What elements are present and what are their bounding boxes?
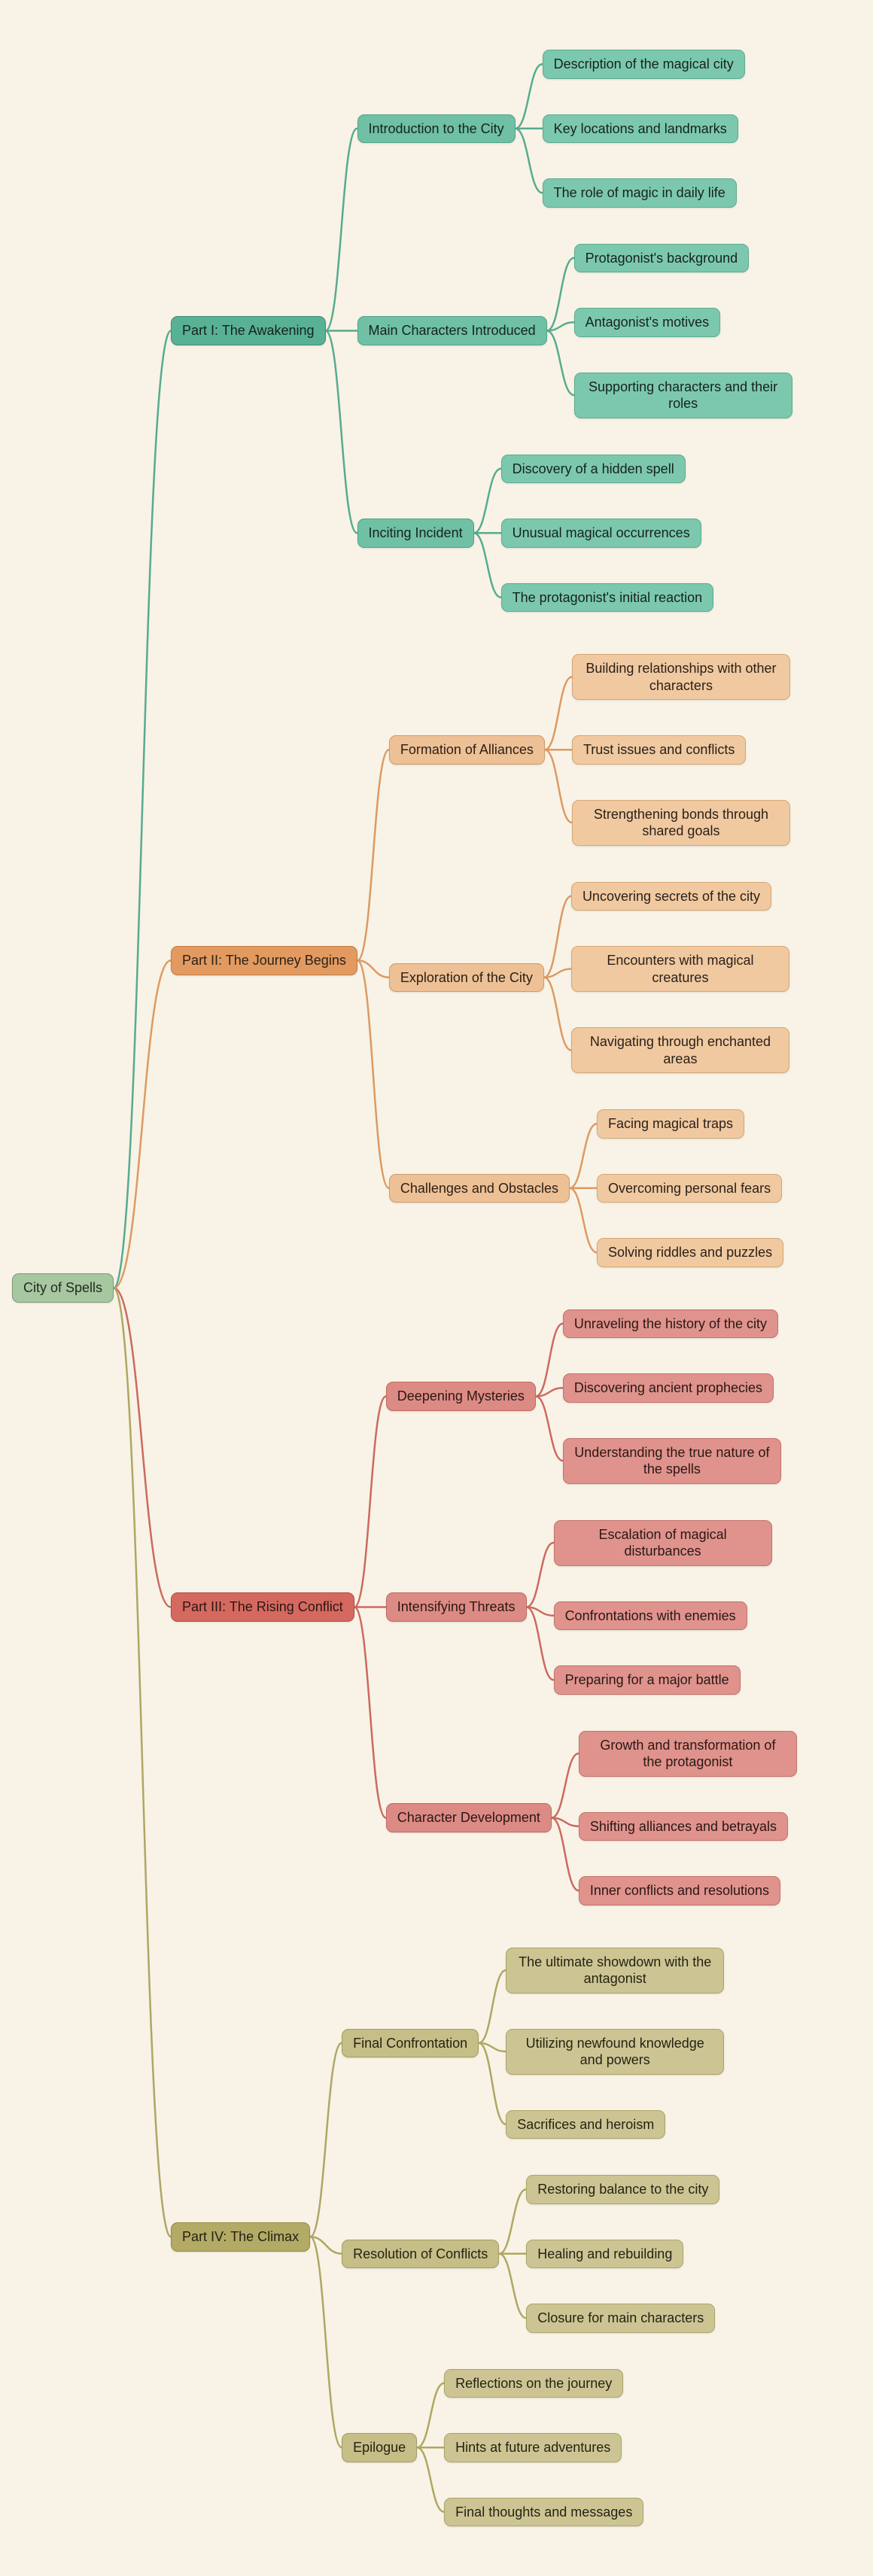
node-navigating-through-enchanted-areas[interactable]: Navigating through enchanted areas bbox=[570, 1027, 789, 1073]
subtopic-exploration-of-the-city: Exploration of the City Uncovering secret… bbox=[388, 881, 790, 1073]
subtopics-container: Final Confrontation The ultimate showdown… bbox=[342, 1947, 725, 2526]
node-antagonist-s-motives[interactable]: Antagonist's motives bbox=[573, 308, 721, 337]
node-challenges-and-obstacles[interactable]: Challenges and Obstacles bbox=[388, 1173, 570, 1203]
node-character-development[interactable]: Character Development bbox=[385, 1803, 552, 1832]
branch-part-iv-the-climax: Part IV: The Climax Final Confrontation Th… bbox=[171, 1947, 797, 2526]
subtopic-intensifying-threats: Intensifying Threats Escalation of magica… bbox=[385, 1519, 797, 1695]
node-sacrifices-and-heroism[interactable]: Sacrifices and heroism bbox=[506, 2109, 666, 2139]
node-reflections-on-the-journey[interactable]: Reflections on the journey bbox=[444, 2368, 624, 2398]
branches-container: Part I: The Awakening Introduction to the… bbox=[171, 50, 797, 2526]
leaves-container: The ultimate showdown with the antagonis… bbox=[506, 1947, 725, 2139]
node-closure-for-main-characters[interactable]: Closure for main characters bbox=[526, 2304, 716, 2333]
node-healing-and-rebuilding[interactable]: Healing and rebuilding bbox=[526, 2239, 684, 2268]
node-part-ii-the-journey-begins[interactable]: Part II: The Journey Begins bbox=[171, 946, 357, 975]
node-main-characters-introduced[interactable]: Main Characters Introduced bbox=[357, 316, 547, 345]
node-the-protagonist-s-initial-reaction[interactable]: The protagonist's initial reaction bbox=[500, 582, 714, 612]
node-city-of-spells[interactable]: City of Spells bbox=[12, 1273, 114, 1303]
subtopic-introduction-to-the-city: Introduction to the City Description of t… bbox=[357, 50, 792, 208]
subtopic-inciting-incident: Inciting Incident Discovery of a hidden s… bbox=[357, 454, 792, 612]
subtopic-character-development: Character Development Growth and transfor… bbox=[385, 1730, 797, 1905]
node-epilogue[interactable]: Epilogue bbox=[342, 2433, 418, 2462]
node-final-thoughts-and-messages[interactable]: Final thoughts and messages bbox=[444, 2497, 644, 2526]
subtopics-container: Deepening Mysteries Unraveling the histor… bbox=[385, 1309, 797, 1905]
node-introduction-to-the-city[interactable]: Introduction to the City bbox=[357, 114, 516, 143]
node-discovering-ancient-prophecies[interactable]: Discovering ancient prophecies bbox=[562, 1373, 774, 1403]
subtopic-main-characters-introduced: Main Characters Introduced Protagonist's … bbox=[357, 243, 792, 418]
leaves-container: Building relationships with other charac… bbox=[571, 654, 790, 846]
subtopic-resolution-of-conflicts: Resolution of Conflicts Restoring balance… bbox=[342, 2175, 724, 2333]
node-uncovering-secrets-of-the-city[interactable]: Uncovering secrets of the city bbox=[570, 881, 772, 911]
node-building-relationships-with-other-characters[interactable]: Building relationships with other charac… bbox=[571, 654, 790, 700]
leaves-container: Growth and transformation of the protago… bbox=[578, 1730, 797, 1905]
node-formation-of-alliances[interactable]: Formation of Alliances bbox=[388, 735, 545, 765]
node-intensifying-threats[interactable]: Intensifying Threats bbox=[385, 1592, 527, 1622]
node-restoring-balance-to-the-city[interactable]: Restoring balance to the city bbox=[526, 2175, 720, 2204]
subtopics-container: Introduction to the City Description of t… bbox=[357, 50, 792, 612]
node-unraveling-the-history-of-the-city[interactable]: Unraveling the history of the city bbox=[562, 1309, 779, 1338]
branch-part-ii-the-journey-begins: Part II: The Journey Begins Formation of … bbox=[171, 654, 797, 1267]
node-resolution-of-conflicts[interactable]: Resolution of Conflicts bbox=[342, 2239, 500, 2268]
node-final-confrontation[interactable]: Final Confrontation bbox=[342, 2028, 479, 2057]
node-confrontations-with-enemies[interactable]: Confrontations with enemies bbox=[553, 1601, 747, 1630]
subtopic-deepening-mysteries: Deepening Mysteries Unraveling the histor… bbox=[385, 1309, 797, 1484]
node-shifting-alliances-and-betrayals[interactable]: Shifting alliances and betrayals bbox=[578, 1811, 789, 1841]
node-encounters-with-magical-creatures[interactable]: Encounters with magical creatures bbox=[570, 946, 789, 992]
node-escalation-of-magical-disturbances[interactable]: Escalation of magical disturbances bbox=[553, 1519, 772, 1566]
node-unusual-magical-occurrences[interactable]: Unusual magical occurrences bbox=[500, 519, 701, 548]
node-hints-at-future-adventures[interactable]: Hints at future adventures bbox=[444, 2433, 622, 2462]
branch-part-iii-the-rising-conflict: Part III: The Rising Conflict Deepening M… bbox=[171, 1309, 797, 1905]
node-trust-issues-and-conflicts[interactable]: Trust issues and conflicts bbox=[571, 735, 747, 765]
node-growth-and-transformation-of-the-protagonist[interactable]: Growth and transformation of the protago… bbox=[578, 1730, 797, 1777]
node-preparing-for-a-major-battle[interactable]: Preparing for a major battle bbox=[553, 1665, 741, 1695]
branch-part-i-the-awakening: Part I: The Awakening Introduction to the… bbox=[171, 50, 797, 612]
node-deepening-mysteries[interactable]: Deepening Mysteries bbox=[385, 1382, 536, 1411]
node-solving-riddles-and-puzzles[interactable]: Solving riddles and puzzles bbox=[596, 1238, 784, 1267]
node-part-iii-the-rising-conflict[interactable]: Part III: The Rising Conflict bbox=[171, 1592, 354, 1622]
node-protagonist-s-background[interactable]: Protagonist's background bbox=[573, 243, 750, 272]
subtopic-final-confrontation: Final Confrontation The ultimate showdown… bbox=[342, 1947, 725, 2139]
subtopics-container: Formation of Alliances Building relations… bbox=[388, 654, 790, 1267]
subtopic-challenges-and-obstacles: Challenges and Obstacles Facing magical t… bbox=[388, 1109, 790, 1267]
node-supporting-characters-and-their-roles[interactable]: Supporting characters and their roles bbox=[573, 372, 792, 418]
node-inner-conflicts-and-resolutions[interactable]: Inner conflicts and resolutions bbox=[578, 1876, 781, 1905]
node-understanding-the-true-nature-of-the-spells[interactable]: Understanding the true nature of the spe… bbox=[562, 1437, 781, 1484]
node-utilizing-newfound-knowledge-and-powers[interactable]: Utilizing newfound knowledge and powers bbox=[506, 2028, 725, 2075]
node-key-locations-and-landmarks[interactable]: Key locations and landmarks bbox=[542, 114, 738, 143]
node-the-ultimate-showdown-with-the-antagonist[interactable]: The ultimate showdown with the antagonis… bbox=[506, 1947, 725, 1994]
node-discovery-of-a-hidden-spell[interactable]: Discovery of a hidden spell bbox=[500, 454, 686, 483]
node-overcoming-personal-fears[interactable]: Overcoming personal fears bbox=[596, 1173, 783, 1203]
node-exploration-of-the-city[interactable]: Exploration of the City bbox=[388, 963, 544, 992]
node-the-role-of-magic-in-daily-life[interactable]: The role of magic in daily life bbox=[542, 178, 737, 208]
node-facing-magical-traps[interactable]: Facing magical traps bbox=[596, 1109, 745, 1139]
node-strengthening-bonds-through-shared-goals[interactable]: Strengthening bonds through shared goals bbox=[571, 799, 790, 846]
node-part-i-the-awakening[interactable]: Part I: The Awakening bbox=[171, 316, 326, 345]
subtopic-formation-of-alliances: Formation of Alliances Building relations… bbox=[388, 654, 790, 846]
node-part-iv-the-climax[interactable]: Part IV: The Climax bbox=[171, 2222, 311, 2252]
mindmap-tree: City of Spells Part I: The Awakening Intr… bbox=[12, 50, 797, 2526]
node-inciting-incident[interactable]: Inciting Incident bbox=[357, 519, 474, 548]
node-description-of-the-magical-city[interactable]: Description of the magical city bbox=[542, 50, 745, 79]
